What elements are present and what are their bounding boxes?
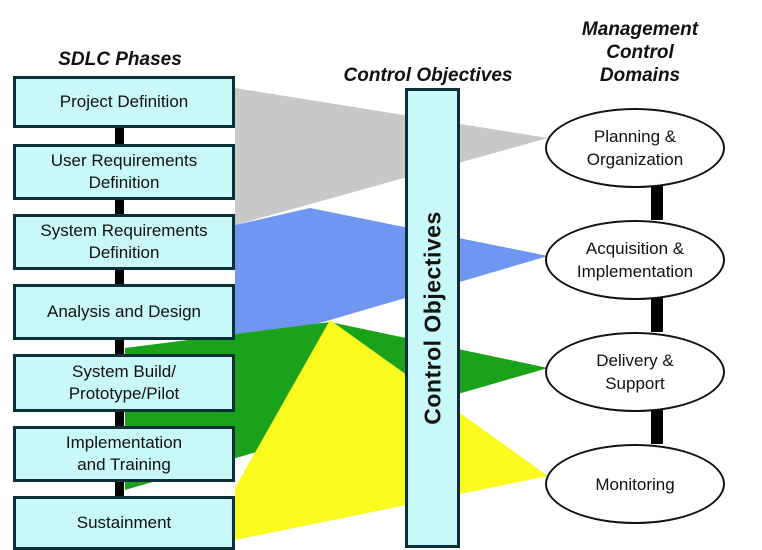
domain-acquisition-implementation: Acquisition &Implementation: [545, 220, 725, 300]
sdlc-phases-header: SDLC Phases: [58, 49, 182, 70]
management-control-domains-header: Management Control Domains: [581, 19, 699, 86]
phase-connector: [115, 200, 124, 214]
phase-connector: [115, 270, 124, 284]
domain-connector: [651, 186, 663, 220]
phase-project-definition: Project Definition: [13, 76, 235, 128]
domain-connector: [651, 410, 663, 444]
phase-connector: [115, 128, 124, 144]
band-planning: [235, 88, 548, 225]
phase-sustainment: Sustainment: [13, 496, 235, 550]
phase-analysis-and-design: Analysis and Design: [13, 284, 235, 340]
domain-delivery-support: Delivery &Support: [545, 332, 725, 412]
phase-connector: [115, 340, 124, 354]
band-acquisition: [235, 208, 548, 348]
phase-connector: [115, 482, 124, 496]
phase-connector: [115, 412, 124, 426]
control-objectives-header: Control Objectives: [343, 65, 513, 86]
domain-connector: [651, 298, 663, 332]
domain-monitoring: Monitoring: [545, 444, 725, 524]
band-monitoring: [235, 320, 548, 540]
control-objectives-column: Control Objectives: [405, 88, 460, 548]
phase-system-build-prototype-pilot: System Build/Prototype/Pilot: [13, 354, 235, 412]
domain-planning-organization: Planning &Organization: [545, 108, 725, 188]
control-objectives-column-label: Control Objectives: [419, 211, 445, 425]
